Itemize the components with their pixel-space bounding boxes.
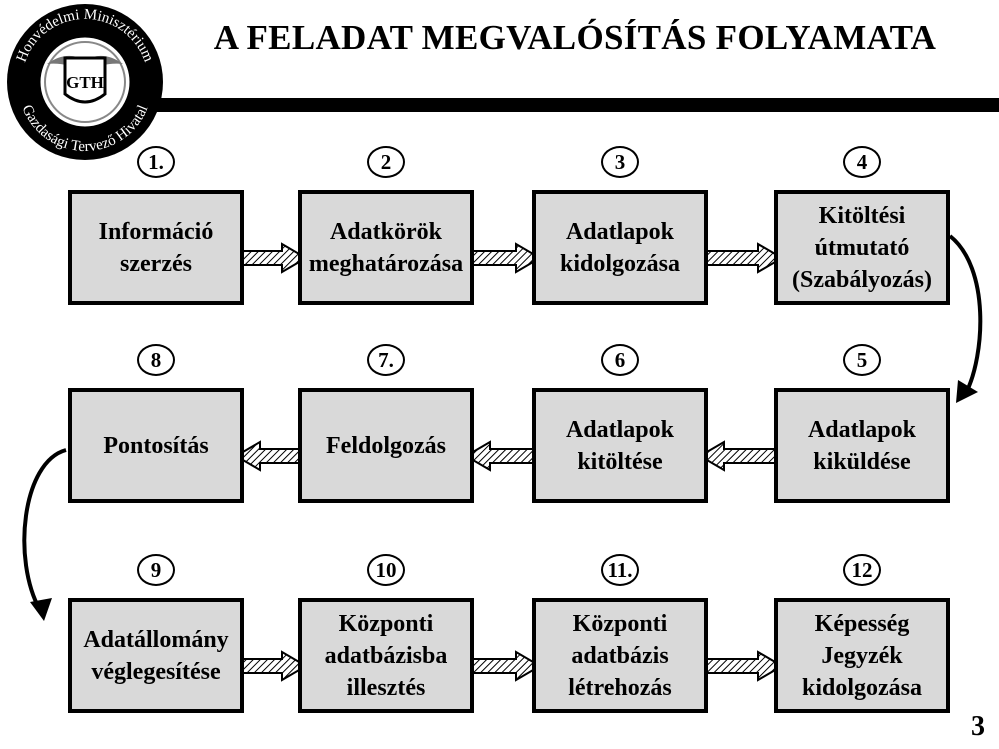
- step-box-5: Adatlapok kiküldése: [774, 388, 950, 503]
- step-label-line: adatbázis: [571, 642, 669, 669]
- step-label-line: Adatállomány: [83, 626, 229, 653]
- step-label-line: létrehozás: [568, 674, 672, 701]
- flow-arrow-2-to-3: [467, 242, 542, 274]
- curve-arrow-8-to-9: [22, 448, 67, 611]
- step-label-line: kidolgozása: [559, 250, 681, 277]
- step-box-7: Feldolgozás: [298, 388, 474, 503]
- step-label-line: kitöltése: [577, 448, 663, 475]
- step-number-10: 10: [367, 554, 405, 586]
- step-label-line: (Szabályozás): [792, 266, 932, 293]
- step-label-line: Információ: [98, 218, 214, 245]
- step-label-line: kiküldése: [813, 448, 911, 475]
- step-label-line: meghatározása: [308, 250, 464, 277]
- logo-monogram: GTH: [66, 73, 104, 92]
- step-label-line: Központi: [338, 610, 434, 637]
- step-box-8: Pontosítás: [68, 388, 244, 503]
- step-number-5: 5: [843, 344, 881, 376]
- step-label-line: véglegesítése: [91, 658, 221, 685]
- flow-arrow-9-to-10: [237, 650, 308, 682]
- step-number-12: 12: [843, 554, 881, 586]
- page-number: 3: [971, 711, 985, 742]
- step-box-4: Kitöltési útmutató (Szabályozás): [774, 190, 950, 305]
- step-box-9: Adatállomány véglegesítése: [68, 598, 244, 713]
- step-number-11: 11.: [601, 554, 639, 586]
- step-label-line: Feldolgozás: [326, 432, 446, 459]
- curve-arrow-4-to-5: [948, 234, 983, 394]
- step-label-line: szerzés: [120, 250, 192, 277]
- title-underline: [148, 98, 999, 112]
- step-number-7: 7.: [367, 344, 405, 376]
- curve-arrowhead-4-to-5: [956, 380, 978, 403]
- step-label-line: Központi: [572, 610, 668, 637]
- step-label-line: Adatlapok: [565, 218, 675, 245]
- step-number-9: 9: [137, 554, 175, 586]
- step-number-8: 8: [137, 344, 175, 376]
- flow-arrow-3-to-4: [701, 242, 784, 274]
- flow-arrow-5-to-6: [698, 440, 781, 472]
- step-label-line: Adatlapok: [807, 416, 917, 443]
- step-label-line: Adatkörök: [329, 218, 442, 245]
- step-box-10: Központi adatbázisba illesztés: [298, 598, 474, 713]
- step-label-line: útmutató: [814, 234, 910, 261]
- flow-arrow-11-to-12: [701, 650, 784, 682]
- step-label-line: Képesség: [814, 610, 910, 637]
- step-number-1: 1.: [137, 146, 175, 178]
- step-number-2: 2: [367, 146, 405, 178]
- curve-arrowhead-8-to-9: [30, 598, 52, 621]
- step-box-2: Adatkörök meghatározása: [298, 190, 474, 305]
- step-label-line: illesztés: [346, 674, 426, 701]
- step-number-3: 3: [601, 146, 639, 178]
- flow-arrow-1-to-2: [237, 242, 308, 274]
- step-label-line: Jegyzék: [821, 642, 903, 669]
- step-label-line: Pontosítás: [103, 432, 209, 459]
- flow-arrow-10-to-11: [467, 650, 542, 682]
- flow-arrow-6-to-7: [464, 440, 539, 472]
- flow-arrow-7-to-8: [234, 440, 305, 472]
- step-number-6: 6: [601, 344, 639, 376]
- step-label-line: Adatlapok: [565, 416, 675, 443]
- step-label-line: adatbázisba: [324, 642, 448, 669]
- page-title: A FELADAT MEGVALÓSÍTÁS FOLYAMATA: [213, 18, 937, 57]
- step-label-line: kidolgozása: [801, 674, 923, 701]
- step-label-line: Kitöltési: [818, 202, 906, 229]
- step-number-4: 4: [843, 146, 881, 178]
- step-box-3: Adatlapok kidolgozása: [532, 190, 708, 305]
- step-box-1: Információ szerzés: [68, 190, 244, 305]
- step-box-6: Adatlapok kitöltése: [532, 388, 708, 503]
- gth-logo: GTH Honvédelmi Minisztérium Gazdasági Te…: [7, 4, 163, 160]
- step-box-11: Központi adatbázis létrehozás: [532, 598, 708, 713]
